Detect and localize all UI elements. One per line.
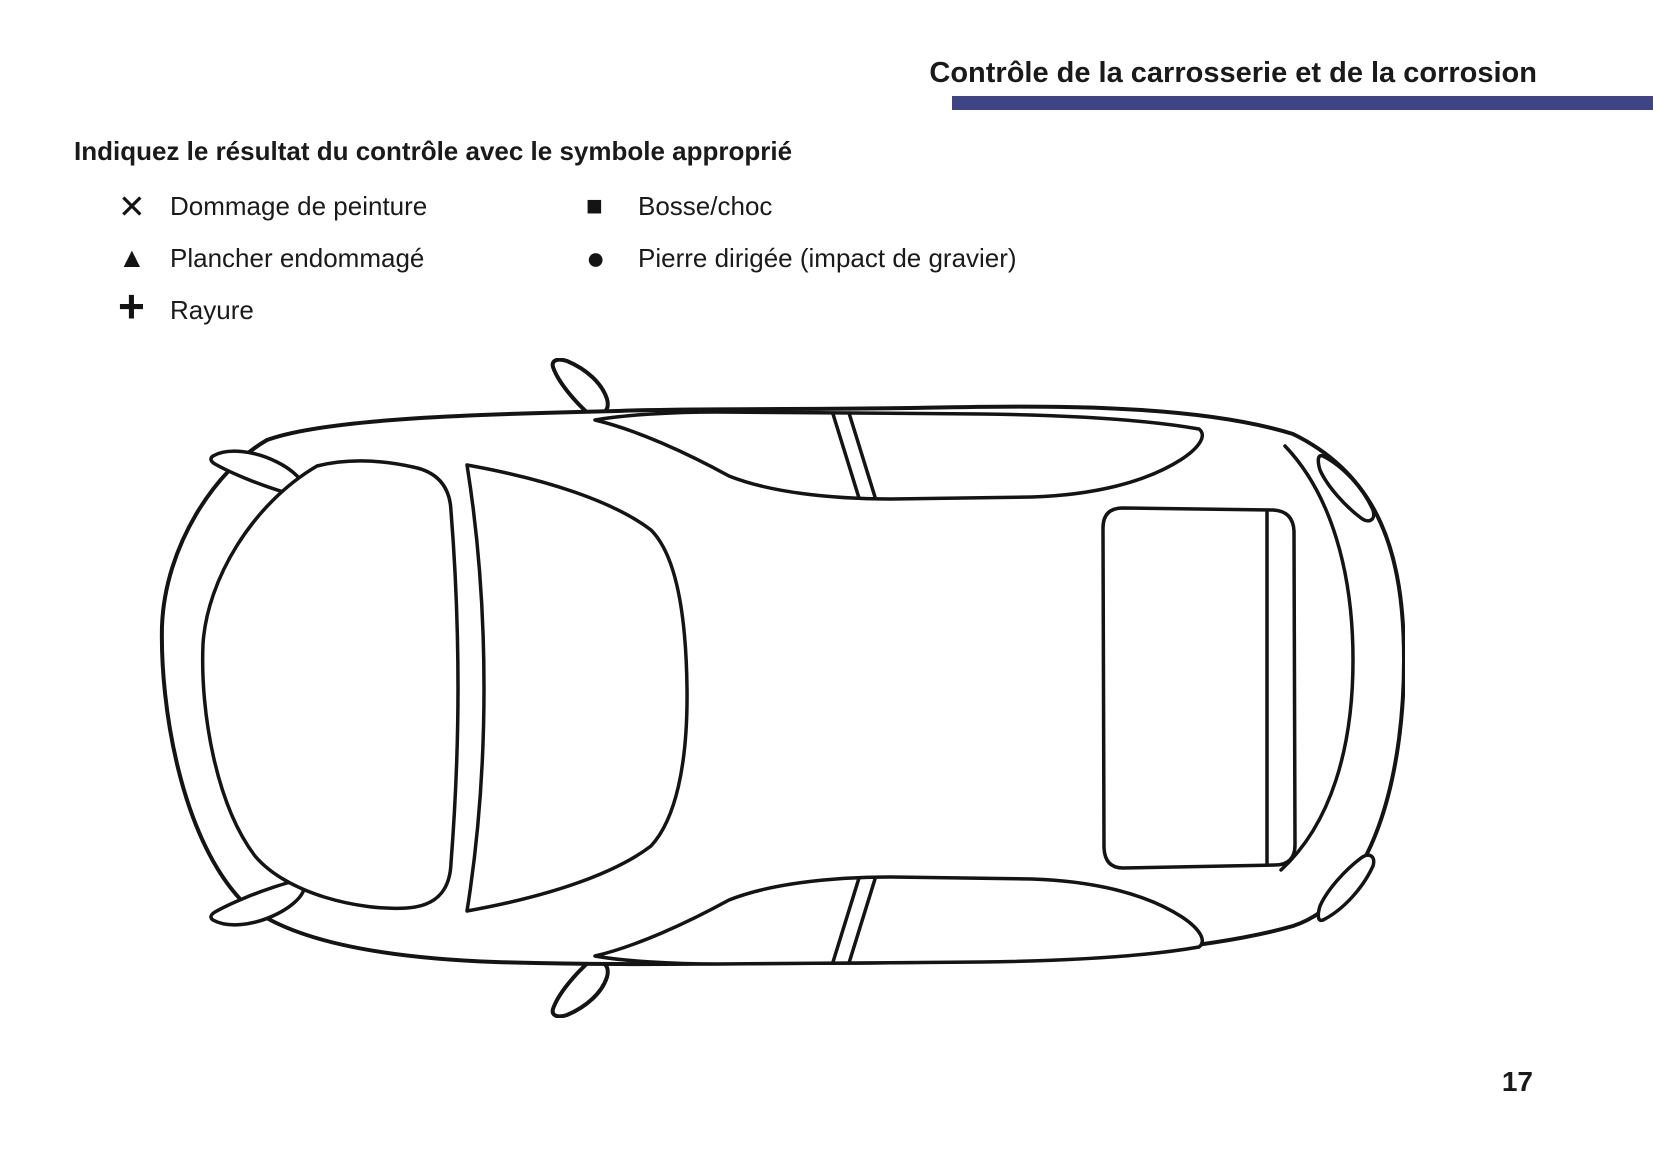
car-body-outline <box>159 404 1405 967</box>
filled-triangle-icon: ▲ <box>118 242 146 273</box>
filled-square-icon: ■ <box>586 190 603 221</box>
legend-item-scratch: + Rayure <box>118 280 427 336</box>
legend-label: Dommage de peinture <box>170 190 428 221</box>
x-mark-icon: ✕ <box>118 187 146 225</box>
legend-column-1: ✕ Dommage de peinture ▲ Plancher endomma… <box>118 180 427 336</box>
hood-outline <box>200 459 460 911</box>
car-top-view-diagram <box>159 358 1405 1018</box>
filled-circle-icon: ● <box>586 240 606 276</box>
page-number: 17 <box>1501 1066 1533 1097</box>
taillight-top <box>1316 453 1376 523</box>
legend-item-damaged-floor: ▲ Plancher endommagé <box>118 232 427 284</box>
instruction-text: Indiquez le résultat du contrôle avec le… <box>74 136 793 166</box>
side-mirror-bottom-icon <box>550 958 610 1018</box>
side-windows-bottom <box>593 875 1204 966</box>
windshield <box>465 463 689 913</box>
legend-label: Plancher endommagé <box>170 242 425 273</box>
legend-column-2: ■ Bosse/choc ● Pierre dirigée (impact de… <box>586 180 1017 284</box>
side-mirror-top-icon <box>550 358 610 418</box>
legend-item-stone-chip: ● Pierre dirigée (impact de gravier) <box>586 232 1017 284</box>
legend-item-paint-damage: ✕ Dommage de peinture <box>118 180 427 232</box>
legend-label: Pierre dirigée (impact de gravier) <box>638 242 1017 273</box>
trunk-seam <box>1279 444 1355 872</box>
rear-window <box>1101 506 1297 870</box>
plus-icon: + <box>118 280 145 332</box>
door-seam-bottom <box>831 876 877 965</box>
legend-label: Bosse/choc <box>638 190 773 221</box>
page-title: Contrôle de la carrosserie et de la corr… <box>929 57 1537 89</box>
side-windows-top <box>593 410 1204 501</box>
title-accent-bar <box>952 96 1653 110</box>
legend-label: Rayure <box>170 294 254 325</box>
taillight-bottom <box>1316 853 1376 923</box>
legend-item-dent: ■ Bosse/choc <box>586 180 1017 232</box>
door-seam-top <box>831 411 877 500</box>
